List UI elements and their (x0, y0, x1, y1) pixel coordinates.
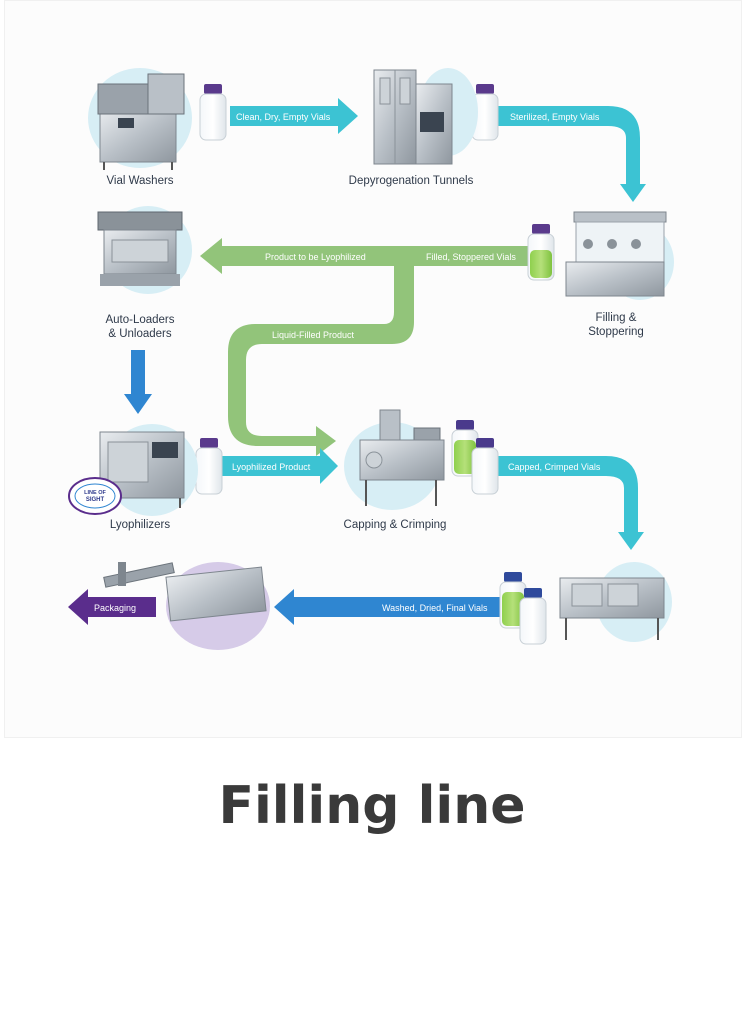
label-washed-dried-final: Washed, Dried, Final Vials (382, 603, 488, 613)
arrow-autoloader-down (124, 350, 152, 414)
depyrogenation-tunnel-machine (373, 68, 478, 165)
vial-washer-machine (88, 68, 192, 170)
station-vial-washers: Vial Washers (106, 175, 173, 187)
filling-stoppering-machine (565, 211, 674, 300)
arrow-lyophilized-product: Lyophilized Product (222, 448, 338, 484)
line-of-sight-badge: LINE OF SIGHT (68, 477, 122, 515)
capping-crimping-machine (344, 409, 445, 510)
station-filling-line1: Filling & (596, 312, 637, 324)
vial-final-white (519, 588, 547, 645)
station-autoloaders-line2: & Unloaders (108, 328, 172, 340)
label-liquid-filled: Liquid-Filled Product (272, 330, 355, 340)
arrow-liquid-filled: Liquid-Filled Product (228, 266, 414, 456)
label-lyophilized-product: Lyophilized Product (232, 462, 311, 472)
badge-line1: LINE OF (84, 490, 106, 496)
final-vial-washer-machine (559, 562, 672, 642)
label-filled-stoppered: Filled, Stoppered Vials (426, 252, 516, 262)
badge-line2: SIGHT (86, 497, 105, 503)
label-product-to-lyophilize: Product to be Lyophilized (265, 252, 366, 262)
arrow-washed-dried-final: Washed, Dried, Final Vials (274, 589, 500, 625)
filling-line-diagram: Clean, Dry, Empty Vials Sterilized, Empt… (68, 68, 674, 650)
label-clean-dry-empty: Clean, Dry, Empty Vials (236, 112, 331, 122)
page-caption: Filling line (218, 776, 526, 836)
label-capped-crimped: Capped, Crimped Vials (508, 462, 601, 472)
label-sterilized-empty: Sterilized, Empty Vials (510, 112, 600, 122)
label-packaging: Packaging (94, 603, 136, 613)
vial-capped-white (471, 438, 499, 495)
vial-lyophilized (195, 438, 223, 495)
station-capping-crimping: Capping & Crimping (344, 519, 447, 531)
arrow-clean-dry-empty: Clean, Dry, Empty Vials (230, 98, 358, 134)
station-autoloaders-line1: Auto-Loaders (105, 314, 174, 326)
arrow-sterilized-empty: Sterilized, Empty Vials (498, 106, 646, 202)
arrow-packaging: Packaging (68, 589, 156, 625)
station-filling-line2: Stoppering (588, 326, 644, 338)
arrow-product-to-lyophilize: Product to be Lyophilized Filled, Stoppe… (200, 238, 530, 274)
station-lyophilizers: Lyophilizers (110, 519, 171, 531)
station-depyrogenation-tunnels: Depyrogenation Tunnels (349, 175, 474, 187)
autoloader-machine (97, 206, 192, 294)
packaging-conveyor-machine (103, 562, 270, 650)
arrow-capped-crimped: Capped, Crimped Vials (496, 456, 644, 550)
vial-empty-1 (199, 84, 227, 141)
vial-filled (527, 224, 555, 281)
